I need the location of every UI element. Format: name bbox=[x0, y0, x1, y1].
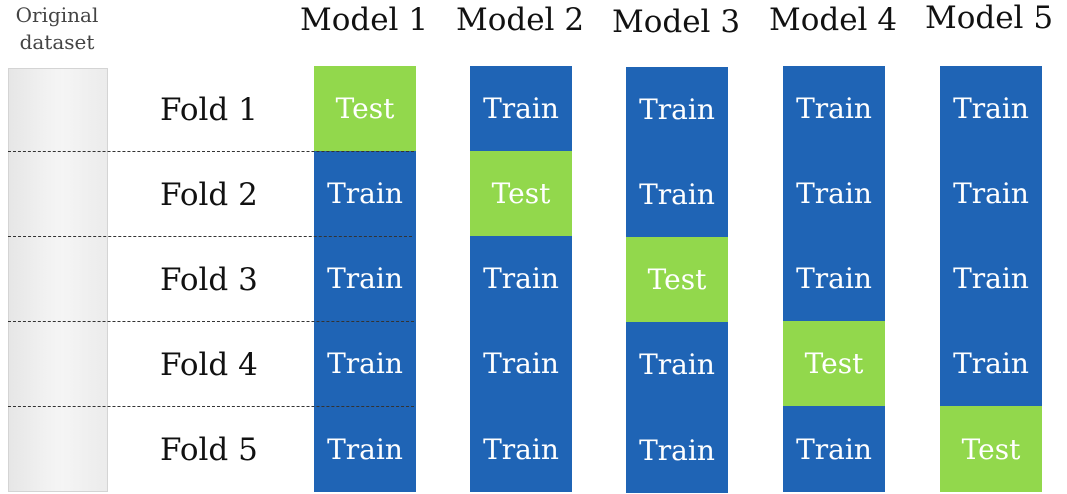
model-5-fold-5-cell: Test bbox=[940, 406, 1042, 492]
model-title-2: Model 2 bbox=[455, 2, 585, 38]
model-title-4: Model 4 bbox=[768, 2, 898, 38]
model-2-fold-1-cell: Train bbox=[470, 66, 572, 151]
model-1-fold-5-cell: Train bbox=[314, 406, 416, 492]
model-5-fold-3-cell: Train bbox=[940, 236, 1042, 321]
model-1-fold-2-cell: Train bbox=[314, 151, 416, 236]
model-3-fold-5-cell: Train bbox=[626, 407, 728, 493]
model-1-fold-4-cell: Train bbox=[314, 321, 416, 406]
model-title-1: Model 1 bbox=[299, 2, 429, 38]
model-4-fold-3-cell: Train bbox=[783, 236, 885, 321]
model-1-fold-1-cell: Test bbox=[314, 66, 416, 151]
model-title-3: Model 3 bbox=[611, 4, 741, 40]
model-2-fold-5-cell: Train bbox=[470, 406, 572, 492]
original-dataset-label-line1: Original bbox=[15, 3, 99, 27]
model-2-fold-3-cell: Train bbox=[470, 236, 572, 321]
model-4-fold-2-cell: Train bbox=[783, 151, 885, 236]
fold-label-2: Fold 2 bbox=[160, 177, 258, 213]
original-dataset-label: Original dataset bbox=[0, 2, 114, 56]
model-2-fold-4-cell: Train bbox=[470, 321, 572, 406]
model-4-fold-4-cell: Test bbox=[783, 321, 885, 406]
fold-label-3: Fold 3 bbox=[160, 262, 258, 298]
model-4-fold-5-cell: Train bbox=[783, 406, 885, 492]
original-dataset-bar bbox=[8, 68, 108, 492]
model-3-fold-1-cell: Train bbox=[626, 67, 728, 152]
model-1-fold-3-cell: Train bbox=[314, 236, 416, 321]
model-5-fold-2-cell: Train bbox=[940, 151, 1042, 236]
model-5-fold-1-cell: Train bbox=[940, 66, 1042, 151]
fold-label-1: Fold 1 bbox=[160, 92, 258, 128]
original-dataset-label-line2: dataset bbox=[19, 30, 95, 54]
model-2-fold-2-cell: Test bbox=[470, 151, 572, 236]
model-3-fold-4-cell: Train bbox=[626, 322, 728, 407]
fold-label-5: Fold 5 bbox=[160, 432, 258, 468]
model-title-5: Model 5 bbox=[924, 0, 1054, 36]
model-4-fold-1-cell: Train bbox=[783, 66, 885, 151]
model-3-fold-2-cell: Train bbox=[626, 152, 728, 237]
fold-divider-1 bbox=[8, 151, 414, 152]
fold-divider-2 bbox=[8, 236, 412, 237]
fold-label-4: Fold 4 bbox=[160, 347, 258, 383]
model-5-fold-4-cell: Train bbox=[940, 321, 1042, 406]
model-3-fold-3-cell: Test bbox=[626, 237, 728, 322]
fold-divider-4 bbox=[8, 406, 414, 407]
fold-divider-3 bbox=[8, 321, 414, 322]
